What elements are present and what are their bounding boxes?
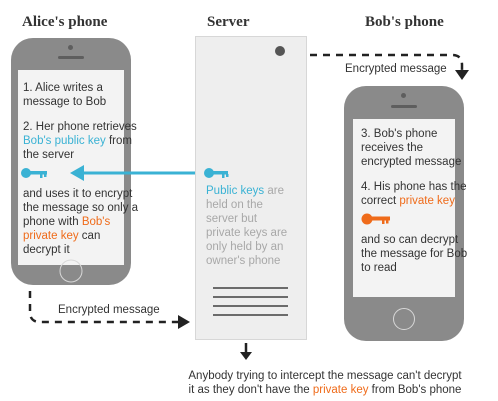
alice-step-2: 2. Her phone retrieves Bob's public key … [23, 121, 137, 161]
bob-step-4: 4. His phone has the correct private key [361, 181, 467, 207]
public-key-icon-alice [21, 168, 47, 178]
alice-phone-camera [68, 45, 73, 50]
intercept-caption: Anybody trying to intercept the message … [188, 370, 462, 396]
bob-phone-speaker [391, 105, 417, 108]
server-vent-1 [213, 287, 288, 289]
alice-phone-heading: Alice's phone [22, 14, 108, 30]
alice-phone-screen [18, 70, 124, 265]
alice-phone-speaker [58, 56, 84, 59]
server-vent-4 [213, 314, 288, 316]
bob-phone [344, 86, 464, 341]
server-power-light [275, 46, 285, 56]
bob-decrypt-text: and so can decrypt the message for Bob t… [361, 234, 468, 274]
alice-step-1: 1. Alice writes a message to Bob [23, 82, 107, 108]
bob-phone-home-button [393, 308, 415, 330]
server-vent-2 [213, 296, 288, 298]
bob-phone-camera [401, 93, 406, 98]
server-heading: Server [207, 14, 250, 30]
private-key-footer-text: private key [312, 384, 369, 396]
server-vent-3 [213, 305, 288, 307]
public-key-icon-server [204, 168, 229, 178]
bob-step-3: 3. Bob's phone receives the encrypted me… [361, 128, 462, 168]
server-box [195, 36, 307, 340]
intercept-arrow [240, 343, 252, 360]
bob-phone-screen [353, 119, 455, 297]
private-key-icon-bob [361, 213, 390, 225]
bobs-public-key-text: Bob's public key [23, 135, 106, 147]
encrypted-message-label-bottom: Encrypted message [58, 304, 160, 316]
alice-encrypt-text: and uses it to encrypt the message so on… [23, 188, 139, 256]
bob-phone-heading: Bob's phone [365, 14, 444, 30]
server-description: Public keys are held on the server but p… [206, 185, 288, 267]
public-key-transfer-arrow [70, 165, 195, 181]
alice-phone [11, 38, 131, 285]
encrypted-message-arrow-top [310, 53, 469, 80]
alice-phone-home-button [59, 259, 83, 283]
encrypted-message-arrow-bottom [28, 291, 190, 329]
encrypted-message-label-top: Encrypted message [345, 63, 447, 75]
